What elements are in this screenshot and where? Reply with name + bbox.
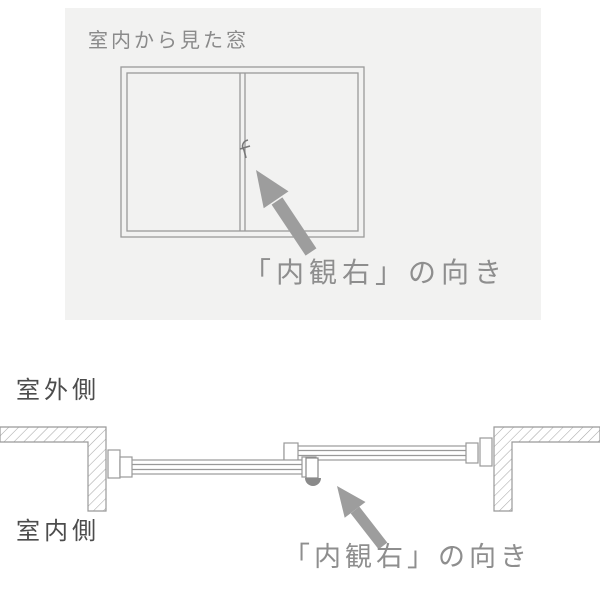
panel-title: 室内から見た窓 — [88, 30, 249, 52]
crescent-lock-section-icon — [305, 457, 321, 486]
bottom-arrow-caption: 「内観右」の向き — [283, 542, 531, 572]
interior-view-panel — [65, 8, 541, 320]
outdoor-side-label: 室外側 — [16, 377, 100, 404]
crescent-lock-front-icon — [239, 139, 251, 159]
wall-section-left — [0, 426, 107, 512]
top-arrow-caption: 「内観右」の向き — [243, 257, 508, 288]
sash-section-outdoor — [283, 442, 479, 464]
indoor-side-label: 室内側 — [16, 518, 100, 545]
window-front-view — [120, 66, 365, 238]
wall-section-right — [493, 426, 600, 512]
pointer-arrow-top-icon — [256, 170, 317, 256]
sash-section-indoor — [119, 456, 317, 478]
pointer-arrow-bottom-icon — [337, 486, 388, 550]
